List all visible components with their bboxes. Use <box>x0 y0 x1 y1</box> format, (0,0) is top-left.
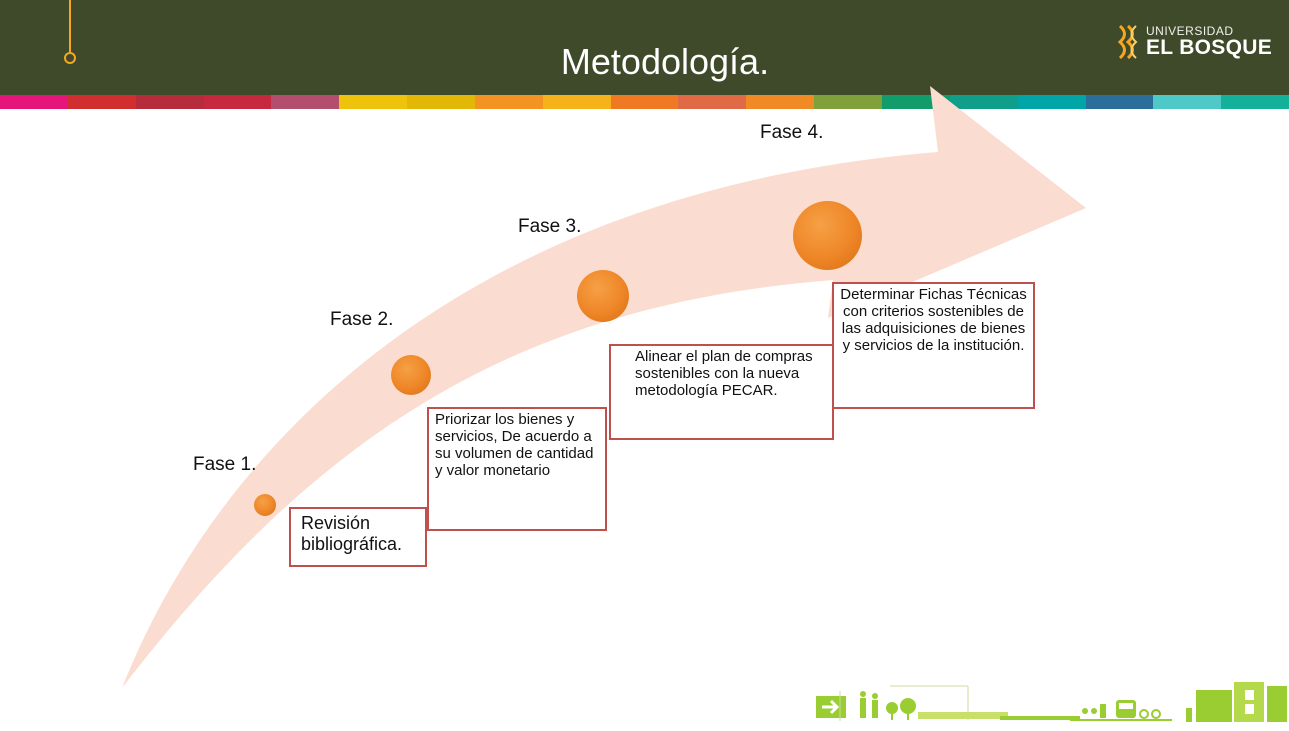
phase-2-dot <box>391 355 431 395</box>
phase-3-dot <box>577 270 629 322</box>
stripe-segment <box>746 95 815 109</box>
phase-1-box: Revisión bibliográfica. <box>289 507 427 567</box>
stripe-segment <box>135 95 204 109</box>
stripe-segment <box>814 95 882 109</box>
stripe-segment <box>203 95 272 109</box>
phase-3-label: Fase 3. <box>518 216 582 237</box>
phase-4-label: Fase 4. <box>760 122 824 143</box>
stripe-segment <box>678 95 747 109</box>
phase-2-box: Priorizar los bienes y servicios, De acu… <box>427 407 607 531</box>
stripe-segment <box>0 95 68 109</box>
stripe-segment <box>542 95 611 109</box>
stripe-segment <box>67 95 136 109</box>
logo-mark-icon <box>1117 24 1138 60</box>
key-icon <box>64 0 76 64</box>
header-bar: Metodología. UNIVERSIDAD EL BOSQUE <box>0 0 1289 95</box>
logo-small-text: UNIVERSIDAD <box>1146 24 1234 38</box>
stripe-segment <box>1085 95 1154 109</box>
university-logo: UNIVERSIDAD EL BOSQUE <box>1116 22 1286 64</box>
phase-1-dot <box>254 494 276 516</box>
logo-big-text: EL BOSQUE <box>1146 36 1273 59</box>
phase-4-dot <box>793 201 862 270</box>
phase-2-label: Fase 2. <box>330 309 394 330</box>
stripe-segment <box>271 95 340 109</box>
stripe-segment <box>1017 95 1086 109</box>
stripe-segment <box>949 95 1018 109</box>
stripe-segment <box>1153 95 1222 109</box>
stripe-segment <box>339 95 408 109</box>
stripe-segment <box>474 95 543 109</box>
phase-1-label: Fase 1. <box>193 454 257 475</box>
stripe-segment <box>407 95 475 109</box>
footer-illustration <box>816 682 1287 722</box>
stripe-segment <box>610 95 679 109</box>
phase-4-box: Determinar Fichas Técnicas con criterios… <box>832 282 1035 409</box>
stripe-segment <box>1221 95 1289 109</box>
slide-title: Metodología. <box>560 41 770 82</box>
phase-3-box: Alinear el plan de compras sostenibles c… <box>609 344 834 440</box>
